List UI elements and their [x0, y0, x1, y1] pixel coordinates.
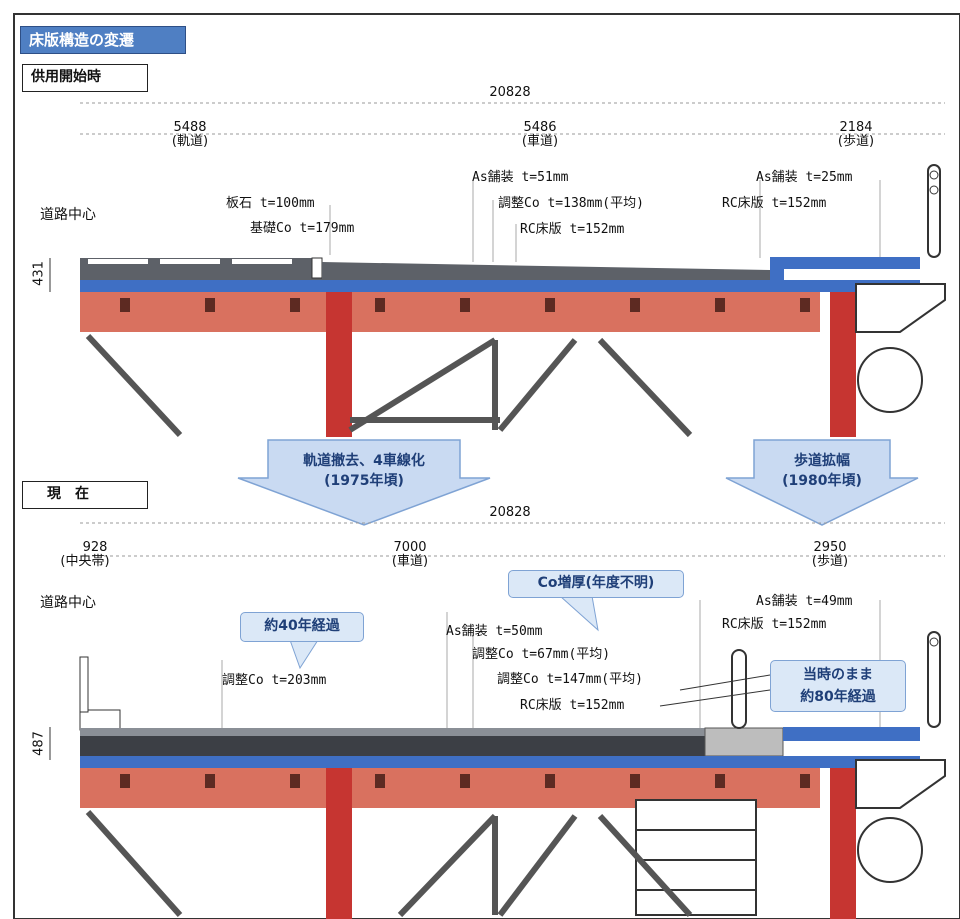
- top-height-label: 431: [31, 261, 47, 286]
- top-note-walk-as: As舗装 t=25mm: [756, 170, 853, 185]
- top-leader-lines: [329, 180, 881, 262]
- bottom-dim-road-value: 7000: [393, 540, 427, 555]
- top-dim-walk-value: 2184: [839, 120, 873, 135]
- bottom-note-walk-as: As舗装 t=49mm: [756, 594, 853, 609]
- bottom-dim-walk-name: (歩道): [811, 554, 849, 569]
- top-note-rc: RC床版 t=152mm: [520, 222, 625, 237]
- bottom-pier-right: [830, 768, 856, 919]
- top-girder: [80, 283, 946, 437]
- bottom-pipe: [857, 817, 923, 883]
- callout-thicken: Co増厚(年度不明): [508, 570, 684, 598]
- top-main-slab: [80, 280, 920, 292]
- top-pipe: [857, 347, 923, 413]
- arrow-right: [725, 439, 919, 526]
- arrow-left-line1: 軌道撤去、4車線化: [303, 453, 425, 469]
- bottom-height-label: 487: [31, 731, 47, 756]
- top-curb: [770, 257, 784, 281]
- bottom-bracket: [855, 759, 946, 809]
- bottom-ladder: [635, 799, 757, 916]
- bottom-deck: [79, 631, 941, 768]
- top-note-as: As舗装 t=51mm: [472, 170, 569, 185]
- section-label-bottom: 現 在: [22, 481, 148, 509]
- bottom-dim-walk-value: 2950: [813, 540, 847, 555]
- top-road-pavement: [322, 262, 770, 280]
- top-dim-track-name: (軌道): [171, 134, 209, 149]
- top-note-base: 基礎Co t=179mm: [250, 221, 355, 236]
- arrow-right-line1: 歩道拡幅: [794, 453, 850, 469]
- bottom-railing: [927, 631, 941, 728]
- top-deck: [80, 164, 941, 292]
- top-note-stone: 板石 t=100mm: [226, 196, 315, 211]
- bottom-as-layer: [80, 728, 705, 736]
- bottom-note-as: As舗装 t=50mm: [446, 624, 543, 639]
- bottom-dim-median-name: (中央帯): [60, 554, 110, 569]
- median-post: [79, 656, 89, 713]
- bottom-note-rc: RC床版 t=152mm: [520, 698, 625, 713]
- callout-40-years: 約40年経過: [240, 612, 364, 642]
- callout-as-is-line2: 約80年経過: [800, 689, 876, 705]
- bottom-walk-slab: [783, 727, 920, 741]
- bottom-note-adj-left: 調整Co t=203mm: [222, 673, 327, 688]
- top-total-dim: 20828: [489, 85, 531, 100]
- page-title: 床版構造の変遷: [20, 26, 186, 54]
- top-note-walk-rc: RC床版 t=152mm: [722, 196, 827, 211]
- bottom-dim-road-name: (車道): [391, 554, 429, 569]
- arrow-left-line2: (1975年頃): [324, 473, 404, 489]
- callout-thicken-pointer: [558, 595, 599, 632]
- bottom-main-slab: [80, 756, 920, 768]
- top-bracing: [85, 333, 693, 438]
- outer-border: [13, 13, 960, 919]
- bottom-note-walk-rc: RC床版 t=152mm: [722, 617, 827, 632]
- callout-as-is: 当時のまま 約80年経過: [770, 660, 906, 712]
- top-dim-road-value: 5486: [523, 120, 557, 135]
- arrow-left: [237, 439, 491, 526]
- top-bracket: [855, 283, 946, 333]
- bottom-note-adj2: 調整Co t=147mm(平均): [497, 672, 643, 687]
- bottom-girder: [80, 759, 946, 919]
- callout-40-pointer: [289, 639, 319, 670]
- top-road-center: 道路中心: [40, 207, 96, 223]
- bottom-pier-left: [326, 768, 352, 919]
- bottom-adj-layer: [80, 736, 705, 756]
- top-note-adj: 調整Co t=138mm(平均): [498, 196, 644, 211]
- bottom-note-adj1: 調整Co t=67mm(平均): [472, 647, 611, 662]
- bottom-dim-median-value: 928: [82, 540, 108, 555]
- top-stone-block: [311, 257, 323, 279]
- median: [79, 709, 121, 731]
- top-railing: [927, 164, 941, 258]
- bottom-bracing: [85, 810, 693, 918]
- top-walk-slab: [770, 257, 920, 269]
- bottom-co-block: [704, 727, 784, 757]
- section-label-top: 供用開始時: [22, 64, 148, 92]
- top-pier-right: [830, 292, 856, 437]
- top-dim-track-value: 5488: [173, 120, 207, 135]
- bottom-total-dim: 20828: [489, 505, 531, 520]
- bottom-road-center: 道路中心: [40, 595, 96, 611]
- callout-as-is-line1: 当時のまま: [803, 667, 873, 683]
- top-dim-road-name: (車道): [521, 134, 559, 149]
- top-pier-left: [326, 292, 352, 437]
- top-dim-walk-name: (歩道): [837, 134, 875, 149]
- arrow-right-line2: (1980年頃): [782, 473, 862, 489]
- old-railing: [731, 649, 747, 729]
